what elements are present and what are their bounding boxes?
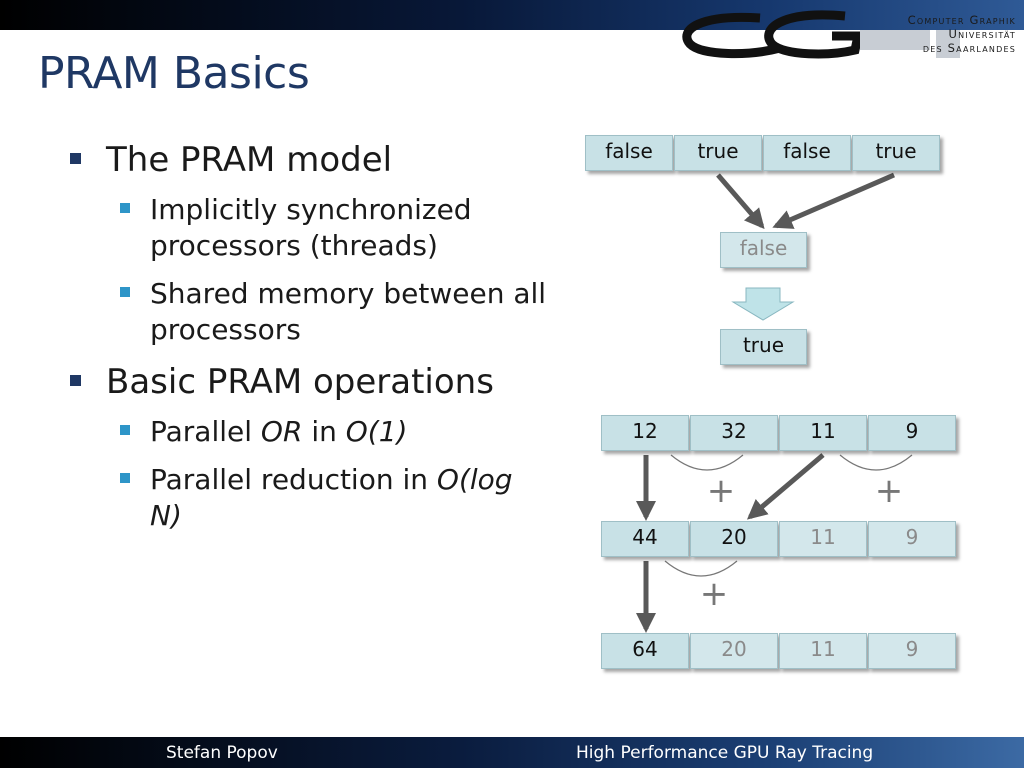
sub-bullet-square-icon <box>120 203 130 213</box>
or-arrow-from-true-2 <box>772 172 895 229</box>
bullet-text: Basic PRAM operations <box>106 362 494 402</box>
down-arrow-icon <box>731 287 795 321</box>
or-input-cell: false <box>763 135 851 171</box>
or-result-cell: true <box>720 329 807 365</box>
reduction-cell-r1: 44 <box>601 521 689 557</box>
plus-sign: + <box>875 471 904 511</box>
text-fragment: OR <box>260 415 303 448</box>
sub-bullet-square-icon <box>120 473 130 483</box>
bullet-pram-operations: Basic PRAM operations <box>70 360 550 404</box>
sub-bullet-shared-memory: Shared memory between all processors <box>120 276 550 348</box>
sub-bullet-square-icon <box>120 287 130 297</box>
sum-bracket <box>664 560 738 577</box>
footer-author: Stefan Popov <box>166 743 278 763</box>
text-fragment: in <box>302 415 346 448</box>
bullet-square-icon <box>70 375 81 386</box>
reduction-cell-r2: 11 <box>779 633 867 669</box>
reduction-arrow-11 <box>746 453 825 520</box>
footer-bar: Stefan Popov High Performance GPU Ray Tr… <box>0 737 1024 768</box>
logo-line1: Computer Graphik <box>907 13 1016 27</box>
sub-bullet-parallel-reduction: Parallel reduction in O(log N) <box>120 462 550 534</box>
sub-bullet-rich-text: Parallel OR in O(1) <box>150 415 407 448</box>
reduction-cell-r2: 20 <box>690 633 778 669</box>
text-fragment: O(log N) <box>150 463 513 532</box>
reduction-cell-r1: 11 <box>779 521 867 557</box>
text-fragment: O(1) <box>345 415 408 448</box>
text-fragment: Parallel <box>150 415 261 448</box>
header-bar <box>0 0 1024 30</box>
or-input-cell: true <box>674 135 762 171</box>
reduction-cell-r1: 9 <box>868 521 956 557</box>
arrows-layer: + + + <box>636 172 913 633</box>
reduction-cell-r1: 20 <box>690 521 778 557</box>
bullet-pram-model: The PRAM model <box>70 138 550 182</box>
sum-bracket <box>839 454 913 471</box>
reduction-cell-r0: 12 <box>601 415 689 451</box>
or-intermediate-cell: false <box>720 232 807 268</box>
plus-sign: + <box>707 471 736 511</box>
sub-bullet-text: Implicitly synchronized processors (thre… <box>150 193 472 262</box>
reduction-cell-r0: 32 <box>690 415 778 451</box>
sub-bullet-square-icon <box>120 425 130 435</box>
cg-logo-icon <box>682 10 960 59</box>
reduction-cell-r2: 9 <box>868 633 956 669</box>
plus-sign: + <box>700 574 729 614</box>
slide-title: PRAM Basics <box>38 48 310 99</box>
reduction-cell-r2: 64 <box>601 633 689 669</box>
university-logo: Computer Graphik Universität des Saarlan… <box>660 0 1024 66</box>
or-input-cell: false <box>585 135 673 171</box>
sum-bracket <box>670 454 744 471</box>
reduction-cell-r0: 11 <box>779 415 867 451</box>
or-arrow-from-true-1 <box>716 173 765 230</box>
bullet-text: The PRAM model <box>106 140 393 180</box>
bullet-list: The PRAM model Implicitly synchronized p… <box>70 138 550 546</box>
reduction-cell-r0: 9 <box>868 415 956 451</box>
bullet-square-icon <box>70 153 81 164</box>
sub-bullet-synchronized: Implicitly synchronized processors (thre… <box>120 192 550 264</box>
sub-bullet-rich-text: Parallel reduction in O(log N) <box>150 463 513 532</box>
text-fragment: Parallel reduction in <box>150 463 437 496</box>
footer-talk-title: High Performance GPU Ray Tracing <box>576 743 874 763</box>
sub-bullet-parallel-or: Parallel OR in O(1) <box>120 414 550 450</box>
or-input-cell: true <box>852 135 940 171</box>
logo-line2: Universität <box>948 27 1016 41</box>
logo-line3: des Saarlandes <box>922 41 1016 55</box>
sub-bullet-text: Shared memory between all processors <box>150 277 547 346</box>
logo-text: Computer Graphik Universität des Saarlan… <box>908 13 1016 55</box>
